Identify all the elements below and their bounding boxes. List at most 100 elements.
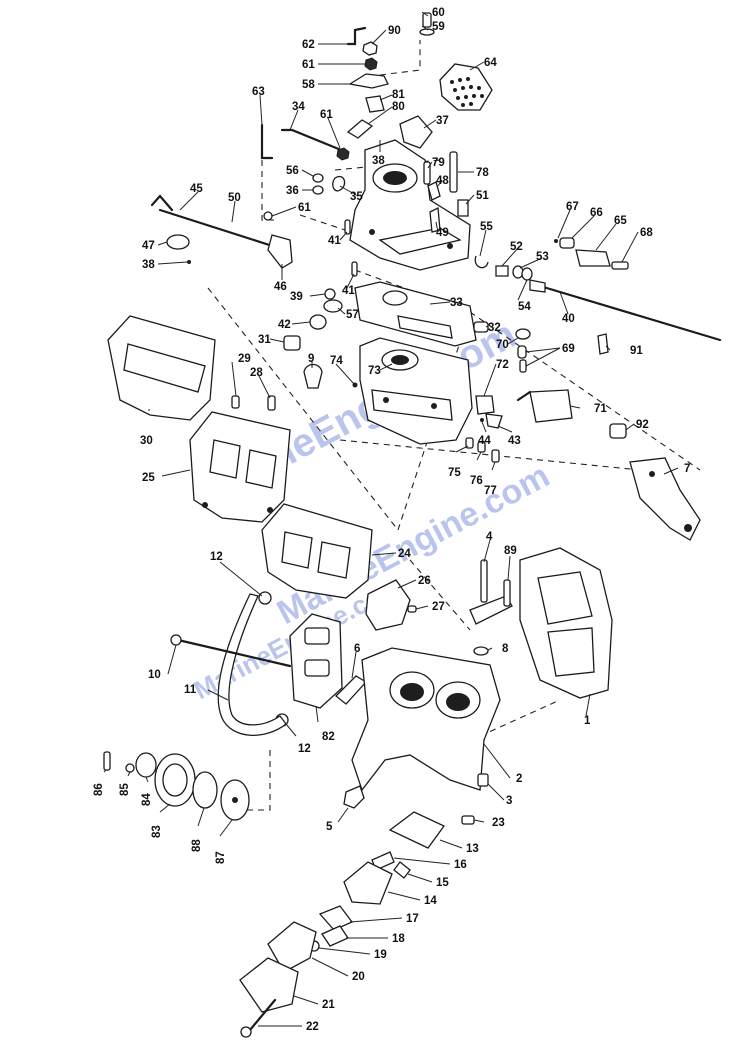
callout-38-low: 38	[142, 259, 155, 271]
callout-57: 57	[346, 309, 359, 321]
part-42-plug	[309, 314, 327, 330]
callout-76: 76	[470, 475, 483, 487]
callout-35: 35	[350, 191, 363, 203]
callout-52: 52	[510, 241, 523, 253]
part-71-cover	[529, 389, 573, 423]
part-66-sleeve	[559, 237, 575, 249]
part-90-nut	[362, 41, 378, 56]
callout-77: 77	[484, 485, 497, 497]
part-44-pin	[480, 418, 484, 422]
callout-67: 67	[566, 201, 579, 213]
part-17-diaphragm	[318, 905, 354, 931]
callout-6: 6	[354, 643, 360, 655]
part-26-reed-cage	[365, 579, 411, 631]
callout-16: 16	[454, 859, 467, 871]
part-29-screw	[231, 395, 240, 409]
part-54-washer	[521, 267, 533, 281]
callout-61-mid: 61	[320, 109, 333, 121]
callout-64: 64	[484, 57, 497, 69]
callout-91: 91	[630, 345, 643, 357]
part-56-washer	[312, 173, 324, 183]
callout-3: 3	[506, 795, 512, 807]
lower-assembly	[103, 547, 613, 1038]
part-24-gasket	[261, 503, 373, 599]
callout-44: 44	[478, 435, 491, 447]
callout-54: 54	[518, 301, 531, 313]
part-85-washer	[125, 763, 135, 773]
callout-41-upper: 41	[328, 235, 341, 247]
callout-36: 36	[286, 185, 299, 197]
callout-84: 84	[141, 793, 153, 806]
part-70-washer	[515, 328, 531, 340]
callout-68: 68	[640, 227, 653, 239]
part-80-clip	[346, 119, 374, 139]
part-77-screw	[491, 449, 500, 463]
callout-78: 78	[476, 167, 489, 179]
middle-assembly	[107, 281, 701, 599]
callout-50: 50	[228, 192, 241, 204]
callout-18: 18	[392, 933, 405, 945]
callout-17: 17	[406, 913, 419, 925]
callout-34: 34	[292, 101, 305, 113]
part-21-cover-plate	[239, 957, 299, 1013]
callout-33: 33	[450, 297, 463, 309]
callout-90: 90	[388, 25, 401, 37]
callout-26: 26	[418, 575, 431, 587]
part-30-gasket	[107, 315, 216, 421]
part-43-link	[485, 413, 503, 429]
callout-88: 88	[191, 839, 203, 852]
callout-60: 60	[432, 7, 445, 19]
callout-14: 14	[424, 895, 437, 907]
part-33-gasket	[354, 281, 477, 347]
part-72-bracket	[475, 395, 495, 415]
part-61-nut-middle	[336, 147, 350, 161]
callout-10: 10	[148, 669, 161, 681]
callout-73: 73	[368, 365, 381, 377]
part-28-screw	[267, 395, 276, 411]
callout-27: 27	[432, 601, 445, 613]
part-13-plate	[388, 811, 445, 849]
part-84-plate	[135, 752, 157, 778]
part-82-fuel-pump	[289, 613, 343, 709]
callout-56: 56	[286, 165, 299, 177]
callout-66: 66	[590, 207, 603, 219]
part-22-bolt	[248, 998, 277, 1032]
callout-25: 25	[142, 472, 155, 484]
callout-86: 86	[93, 783, 105, 796]
callout-49: 49	[436, 227, 449, 239]
part-86-screw	[103, 751, 111, 771]
callout-55: 55	[480, 221, 493, 233]
callout-28: 28	[250, 367, 263, 379]
callout-82: 82	[322, 731, 335, 743]
callout-29: 29	[238, 353, 251, 365]
callout-43: 43	[508, 435, 521, 447]
callout-45: 45	[190, 183, 203, 195]
callout-2: 2	[516, 773, 522, 785]
callout-15: 15	[436, 877, 449, 889]
part-81-float	[365, 95, 385, 113]
part-47-plate	[166, 234, 190, 250]
callout-23: 23	[492, 817, 505, 829]
part-61-nut-lower	[263, 211, 273, 221]
callout-20: 20	[352, 971, 365, 983]
part-75-screw	[465, 437, 474, 449]
part-68-screw	[611, 261, 629, 270]
part-32-screw	[473, 321, 489, 333]
callout-85: 85	[119, 783, 131, 796]
callout-75: 75	[448, 467, 461, 479]
part-14-valve-body	[343, 861, 393, 905]
callout-89: 89	[504, 545, 517, 557]
callout-37: 37	[436, 115, 449, 127]
part-37-plate	[399, 115, 433, 149]
part-8-washer	[473, 646, 489, 656]
part-78-screw	[449, 151, 458, 193]
callout-1: 1	[584, 715, 591, 727]
part-65-valve	[575, 249, 611, 267]
part-89-link-rod	[503, 579, 511, 607]
callout-13: 13	[466, 843, 479, 855]
callout-21: 21	[322, 999, 335, 1011]
part-91-spring	[597, 333, 609, 355]
callout-30: 30	[140, 435, 153, 447]
part-18-gasket	[321, 925, 349, 947]
part-89-link	[469, 595, 513, 625]
